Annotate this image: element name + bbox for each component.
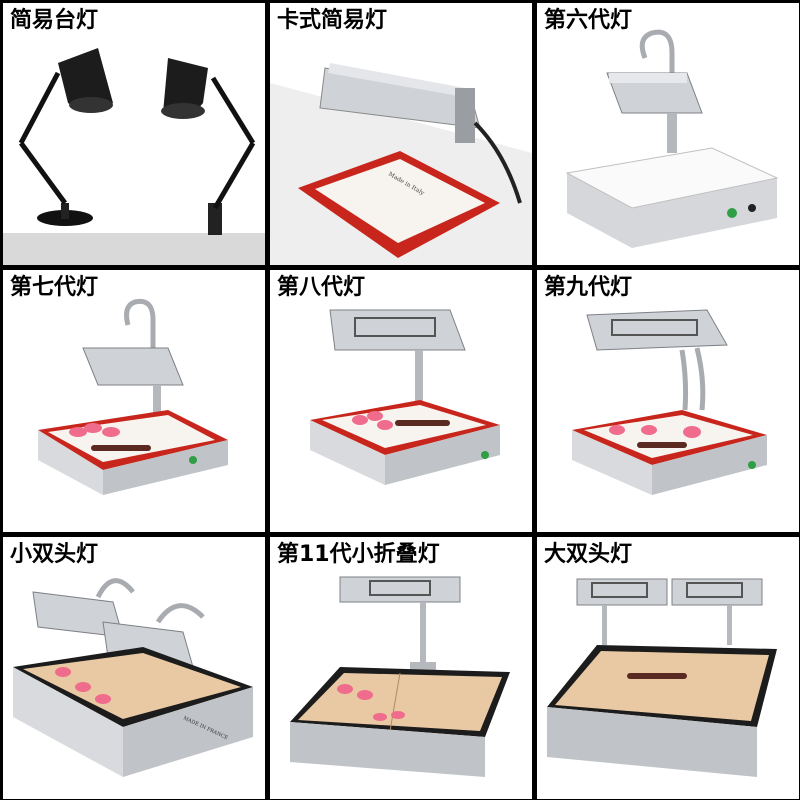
product-label: 第七代灯 bbox=[10, 275, 99, 300]
product-label: 第八代灯 bbox=[277, 275, 366, 300]
product-label: 第九代灯 bbox=[544, 275, 633, 300]
gen8-lamp-image bbox=[310, 309, 500, 485]
product-cell-simple-desk-lamp: 简易台灯 bbox=[3, 3, 265, 265]
product-label: 卡式简易灯 bbox=[277, 8, 388, 33]
product-cell-gen-9-lamp: 第九代灯 bbox=[537, 270, 799, 532]
gen9-lamp-image bbox=[572, 309, 767, 495]
product-cell-clip-simple-lamp: 卡式简易灯 Made in Italy bbox=[270, 3, 532, 265]
gen6-lamp-image bbox=[565, 29, 779, 248]
gen7-lamp-image bbox=[38, 298, 228, 495]
product-label: 小双头灯 bbox=[10, 542, 99, 567]
small-double-lamp-image: MADE IN FRANCE bbox=[13, 578, 253, 777]
product-label: 简易台灯 bbox=[10, 8, 99, 33]
product-cell-gen-6-lamp: 第六代灯 bbox=[537, 3, 799, 265]
product-cell-gen-11-folding-lamp: 第11代小折叠灯 bbox=[270, 537, 532, 799]
product-cell-gen-7-lamp: 第七代灯 bbox=[3, 270, 265, 532]
product-label: 第11代小折叠灯 bbox=[277, 542, 440, 567]
product-cell-small-double-head-lamp: 小双头灯 MADE IN FRANCE bbox=[3, 537, 265, 799]
large-double-lamp-image bbox=[547, 578, 777, 777]
product-label: 大双头灯 bbox=[544, 542, 633, 567]
desk-lamp-image bbox=[3, 48, 265, 265]
gen11-folding-lamp-image bbox=[290, 576, 510, 777]
clip-lamp-image: Made in Italy bbox=[270, 63, 532, 265]
product-cell-gen-8-lamp: 第八代灯 bbox=[270, 270, 532, 532]
product-cell-large-double-head-lamp: 大双头灯 bbox=[537, 537, 799, 799]
product-label: 第六代灯 bbox=[544, 8, 633, 33]
